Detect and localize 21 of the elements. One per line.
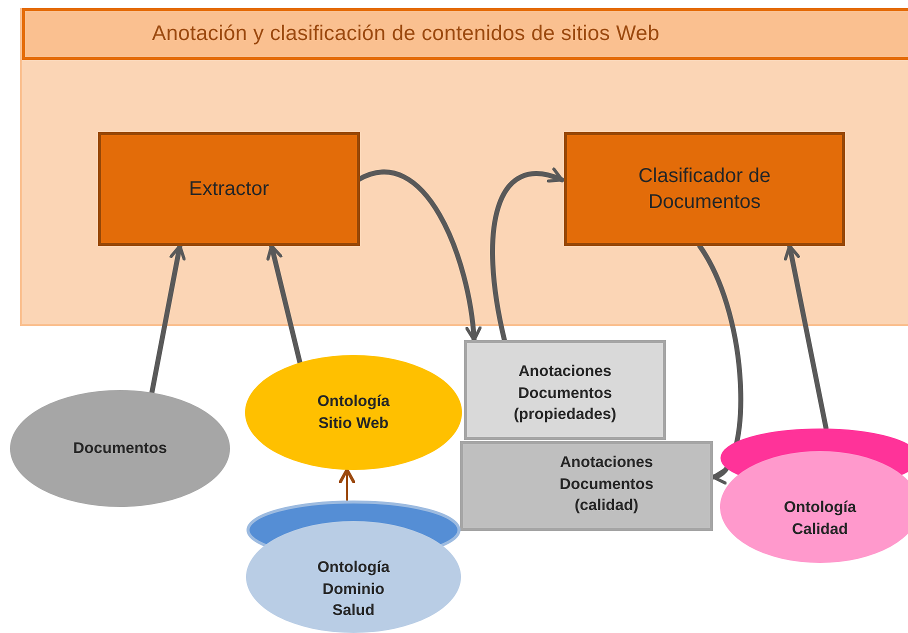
arrow [784, 244, 828, 430]
node-label: Anotaciones Documentos (propiedades) [512, 362, 618, 426]
stacked-ellipse [246, 500, 461, 633]
process-box [564, 132, 845, 246]
arrow [338, 468, 356, 501]
node-label: Clasificador de Documentos [637, 164, 772, 215]
process-box [98, 132, 360, 246]
arrow [490, 168, 564, 342]
node-label: Ontología Sitio Web [316, 392, 391, 434]
node-label: Ontología Dominio Salud [316, 558, 391, 622]
stacked-ellipse [720, 428, 908, 563]
system-panel [20, 8, 908, 326]
annotation-box [460, 441, 713, 531]
node-label: Documentos [73, 438, 167, 459]
annotation-box [464, 340, 666, 440]
node-label: Ontología Calidad [782, 498, 858, 540]
arrow [149, 244, 186, 396]
panel-title: Anotación y clasificación de contenidos de sitios Web [152, 22, 660, 46]
node-label: Extractor [188, 177, 270, 202]
arrow [266, 244, 302, 365]
node-label: Anotaciones Documentos (calidad) [558, 453, 654, 516]
